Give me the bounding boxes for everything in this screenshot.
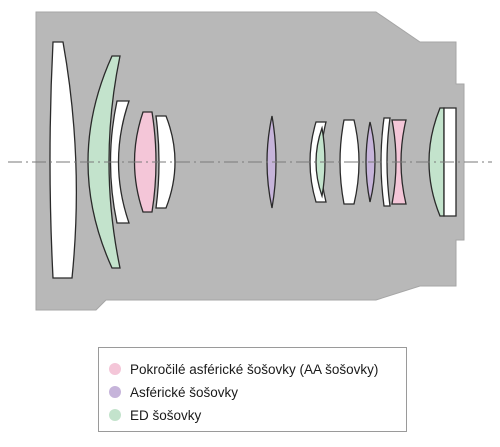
legend-label: ED šošovky bbox=[130, 407, 202, 423]
lens-element-13-ed bbox=[428, 107, 445, 217]
lens-element-1 bbox=[49, 41, 78, 279]
legend-swatch bbox=[109, 409, 121, 421]
lens-element-3 bbox=[109, 100, 130, 224]
legend-label: Pokročilé asférické šošovky (AA šošovky) bbox=[130, 361, 379, 377]
lens-element-4-aa bbox=[133, 111, 157, 213]
lens-cross-section-diagram bbox=[8, 11, 492, 311]
legend-label: Asférické šošovky bbox=[130, 384, 239, 400]
lens-barrel bbox=[35, 11, 465, 311]
lens-element-11 bbox=[380, 117, 391, 207]
lens-element-6-aspherical bbox=[266, 115, 277, 209]
legend-item-ed: ED šošovky bbox=[109, 405, 201, 425]
legend-item-advanced-aspherical: Pokročilé asférické šošovky (AA šošovky) bbox=[109, 359, 378, 379]
legend: Pokročilé asférické šošovky (AA šošovky)… bbox=[98, 347, 407, 432]
legend-swatch bbox=[109, 363, 121, 375]
legend-item-aspherical: Asférické šošovky bbox=[109, 382, 238, 402]
legend-swatch bbox=[109, 386, 121, 398]
